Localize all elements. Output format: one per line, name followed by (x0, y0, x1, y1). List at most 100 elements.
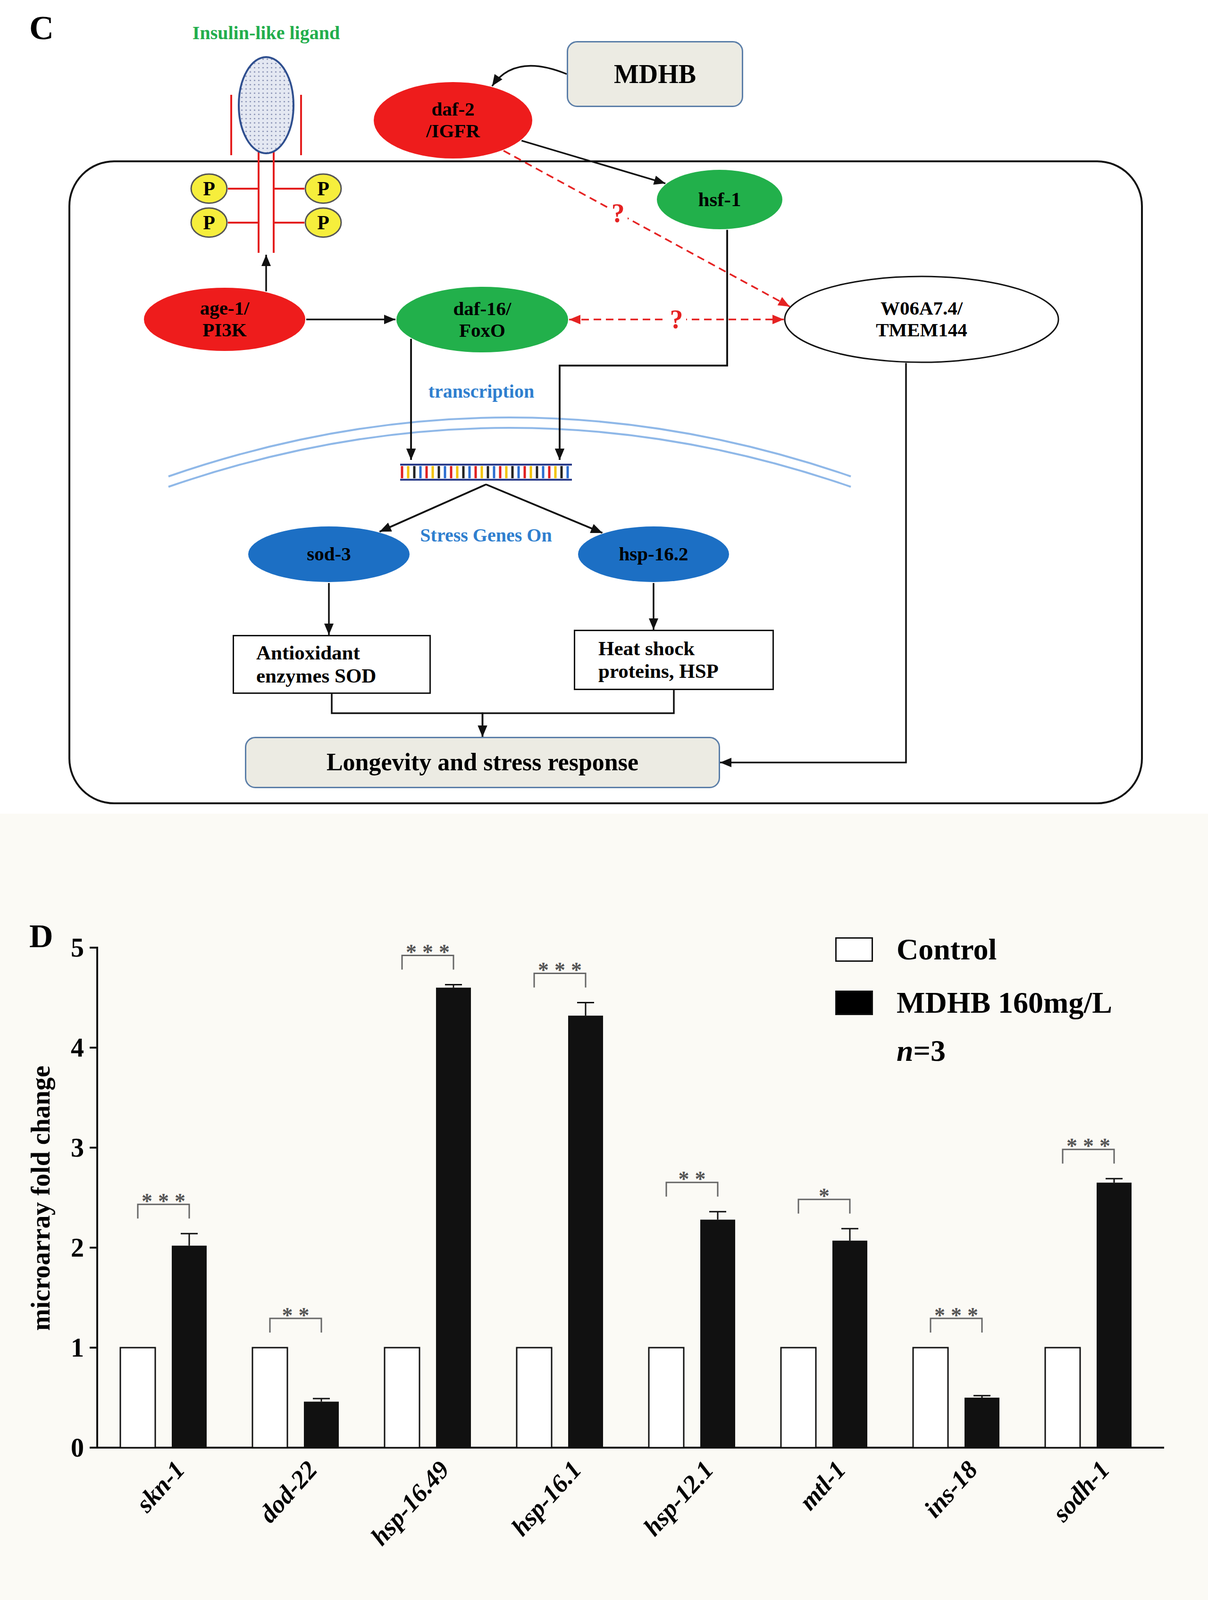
legend-label: Control (896, 932, 997, 968)
gene-label: hsp-16.49 (364, 1455, 456, 1552)
connector (648, 583, 659, 630)
axis-tick (89, 1047, 98, 1049)
legend-swatch (835, 937, 873, 963)
arrow-head (379, 522, 393, 532)
nuclear-membrane (168, 417, 851, 477)
product-box: Heat shock proteins, HSP (573, 629, 774, 691)
connector (478, 690, 675, 738)
dna-rung (468, 466, 471, 479)
dna-rung (450, 466, 453, 479)
treated-bar (436, 988, 471, 1449)
ellipse-shape (578, 526, 730, 583)
node-label: P (202, 212, 216, 233)
axis-tick (89, 1447, 98, 1450)
significance-stars: ** (276, 1305, 316, 1327)
axis-title: microarray fold change (25, 1065, 56, 1332)
dna-rung (419, 466, 422, 479)
error-bar (188, 1233, 191, 1246)
treated-bar (964, 1398, 1000, 1449)
legend-swatch (835, 990, 873, 1016)
connector (720, 362, 906, 768)
gene-label: skn-1 (130, 1455, 191, 1519)
phospho-link (227, 187, 259, 190)
control-bar (913, 1348, 948, 1449)
node-label: P (202, 178, 216, 199)
dna-rung (462, 466, 465, 479)
arrow-head (569, 314, 581, 325)
connector-line (503, 150, 790, 307)
connector-line (521, 140, 666, 184)
y-axis (96, 947, 99, 1450)
process-label: Stress Genes On (419, 524, 552, 547)
arrow-head (554, 448, 565, 461)
ellipse-shape (373, 82, 533, 159)
error-cap (1105, 1178, 1123, 1180)
connector (261, 254, 271, 292)
error-bar (585, 1003, 587, 1017)
axis-tick (89, 1247, 98, 1250)
significance-stars: *** (1060, 1135, 1116, 1158)
node-label: P (317, 212, 330, 233)
gene-ellipse: hsf-1 (655, 168, 784, 231)
node-label: Insulin-like ligand (192, 22, 340, 44)
arrow-head (589, 524, 603, 533)
dna-rung (560, 466, 563, 479)
membrane-line (300, 94, 302, 156)
control-bar (1045, 1348, 1081, 1449)
arrow-head (478, 725, 488, 738)
arrow-head (406, 448, 416, 461)
ellipse-shape (305, 174, 342, 204)
node-label: Antioxidant enzymes SOD (256, 641, 408, 688)
dna-rung (566, 466, 570, 479)
dna-rung (536, 466, 539, 479)
connector-line (492, 65, 567, 86)
connector-line (559, 230, 728, 461)
arrow-head (589, 524, 603, 533)
arrow-head (554, 448, 565, 461)
arrow-head (777, 297, 790, 307)
dna-rung (456, 466, 459, 479)
tick-label: 5 (70, 932, 84, 964)
cell-outline (69, 161, 1142, 804)
node-label: Longevity and stress response (326, 748, 639, 777)
ellipse-shape (191, 208, 227, 238)
gene-ellipse: W06A7.4/ TMEM144 (783, 275, 1060, 364)
dna-rung (401, 466, 404, 479)
dna-rung (523, 466, 527, 479)
arrow-head (648, 618, 659, 630)
error-cap (180, 1233, 198, 1235)
dashed-connector (503, 150, 790, 307)
connector (379, 338, 487, 532)
control-bar (384, 1348, 420, 1449)
dna-rung (413, 466, 416, 479)
ellipse-shape (191, 174, 227, 204)
node-label: daf-16/ FoxO (442, 298, 523, 342)
tick-label: 2 (70, 1233, 84, 1264)
dna-rung (493, 466, 496, 479)
error-cap (444, 984, 462, 986)
connector (306, 314, 396, 325)
phosphate-circle: P (304, 207, 343, 239)
phospho-link (273, 221, 305, 224)
stress-gene: hsp-16.2 (577, 525, 730, 584)
dna-rung (499, 466, 502, 479)
error-cap (312, 1398, 330, 1401)
connector-line (720, 362, 906, 763)
arrow-head (324, 623, 334, 636)
connector (324, 583, 334, 636)
sample-size: n=3 (896, 1033, 946, 1069)
dna-rung (511, 466, 514, 479)
tick-label: 3 (70, 1132, 84, 1164)
ellipse-shape (656, 169, 783, 230)
bar-chart (89, 947, 1165, 1450)
ellipse-shape (143, 287, 306, 352)
phosphate-circle: P (190, 173, 228, 205)
connector-line (410, 338, 412, 461)
receptor-gene: daf-2 /IGFR (372, 81, 534, 160)
significance-stars: *** (400, 941, 456, 964)
treated-bar (1096, 1182, 1132, 1449)
tick-label: 4 (70, 1032, 84, 1064)
receptor: Insulin-like ligandPPPP (171, 18, 361, 255)
